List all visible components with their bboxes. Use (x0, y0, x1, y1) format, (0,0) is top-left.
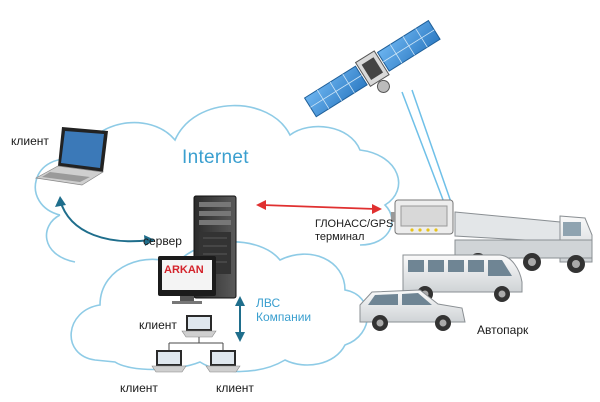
satellite-beam (401, 89, 453, 206)
fleet-label: Автопарк (477, 323, 529, 337)
client-label-2: клиент (120, 381, 158, 395)
gps-terminal-icon (391, 199, 454, 235)
monitor-icon (158, 256, 216, 304)
internet-label: Internet (182, 147, 249, 168)
lan-wiring (168, 337, 224, 350)
terminal-label: ГЛОНАСС/GPS терминал (315, 218, 395, 244)
terminal-label-line1: ГЛОНАСС/GPS (315, 218, 394, 230)
lan-label-line1: ЛВС (256, 296, 281, 310)
terminal-label-line2: терминал (315, 231, 365, 243)
internet-cloud-left-edge (45, 214, 76, 263)
server-terminal-link (261, 204, 377, 210)
lan-computer-icon (151, 350, 187, 373)
lan-label-line2: Компании (256, 310, 312, 324)
laptop-server-link (59, 199, 151, 243)
brand-logo: ARKAN (164, 264, 204, 276)
lan-computer-icon (205, 350, 241, 373)
client-laptop-label: клиент (11, 134, 49, 148)
lan-computer-icon (181, 315, 217, 338)
server-label: сервер (143, 234, 182, 248)
minibus-icon (402, 254, 523, 302)
car-icon (359, 289, 466, 331)
satellite-icon (303, 19, 441, 118)
client-label-1: клиент (139, 318, 177, 332)
client-label-3: клиент (216, 381, 254, 395)
lan-label: ЛВС Компании (256, 296, 326, 324)
laptop-icon (34, 127, 108, 186)
